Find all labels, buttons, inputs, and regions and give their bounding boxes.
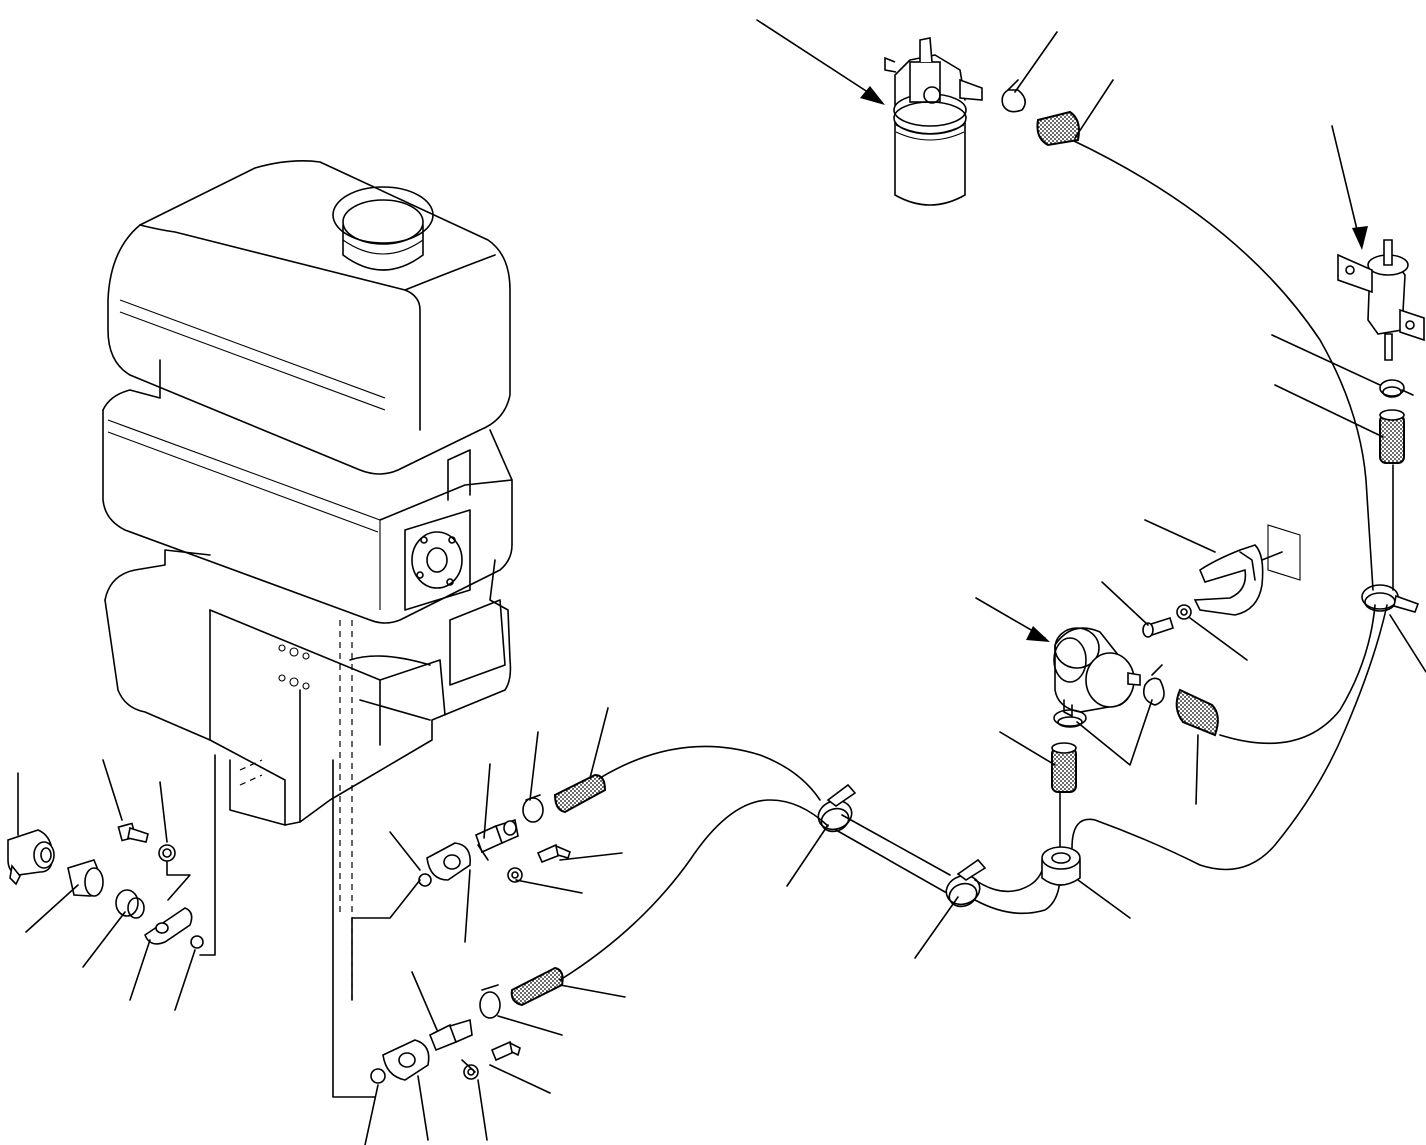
filter-outlet-clamp bbox=[1001, 79, 1080, 147]
water-separator-filter bbox=[884, 37, 983, 206]
line-clamp-2 bbox=[945, 858, 987, 908]
sender-unit-group bbox=[7, 822, 204, 949]
right-line-clamp bbox=[1361, 584, 1420, 613]
pump-hose-clamps bbox=[1051, 664, 1219, 793]
leader-lines bbox=[17, 31, 1426, 1145]
mounting-bracket bbox=[1142, 524, 1301, 638]
upper-fitting-group bbox=[418, 773, 607, 887]
line-clamp-1 bbox=[817, 783, 857, 833]
electric-fuel-pump bbox=[1337, 239, 1425, 464]
callout-arrows bbox=[756, 19, 1368, 642]
lower-fitting-group bbox=[370, 966, 564, 1084]
tank-port-dots bbox=[278, 644, 310, 690]
fuel-tank bbox=[102, 160, 513, 1000]
fuel-hoses bbox=[559, 139, 1394, 981]
fuel-pump bbox=[1053, 627, 1141, 717]
grommet bbox=[1041, 846, 1081, 886]
